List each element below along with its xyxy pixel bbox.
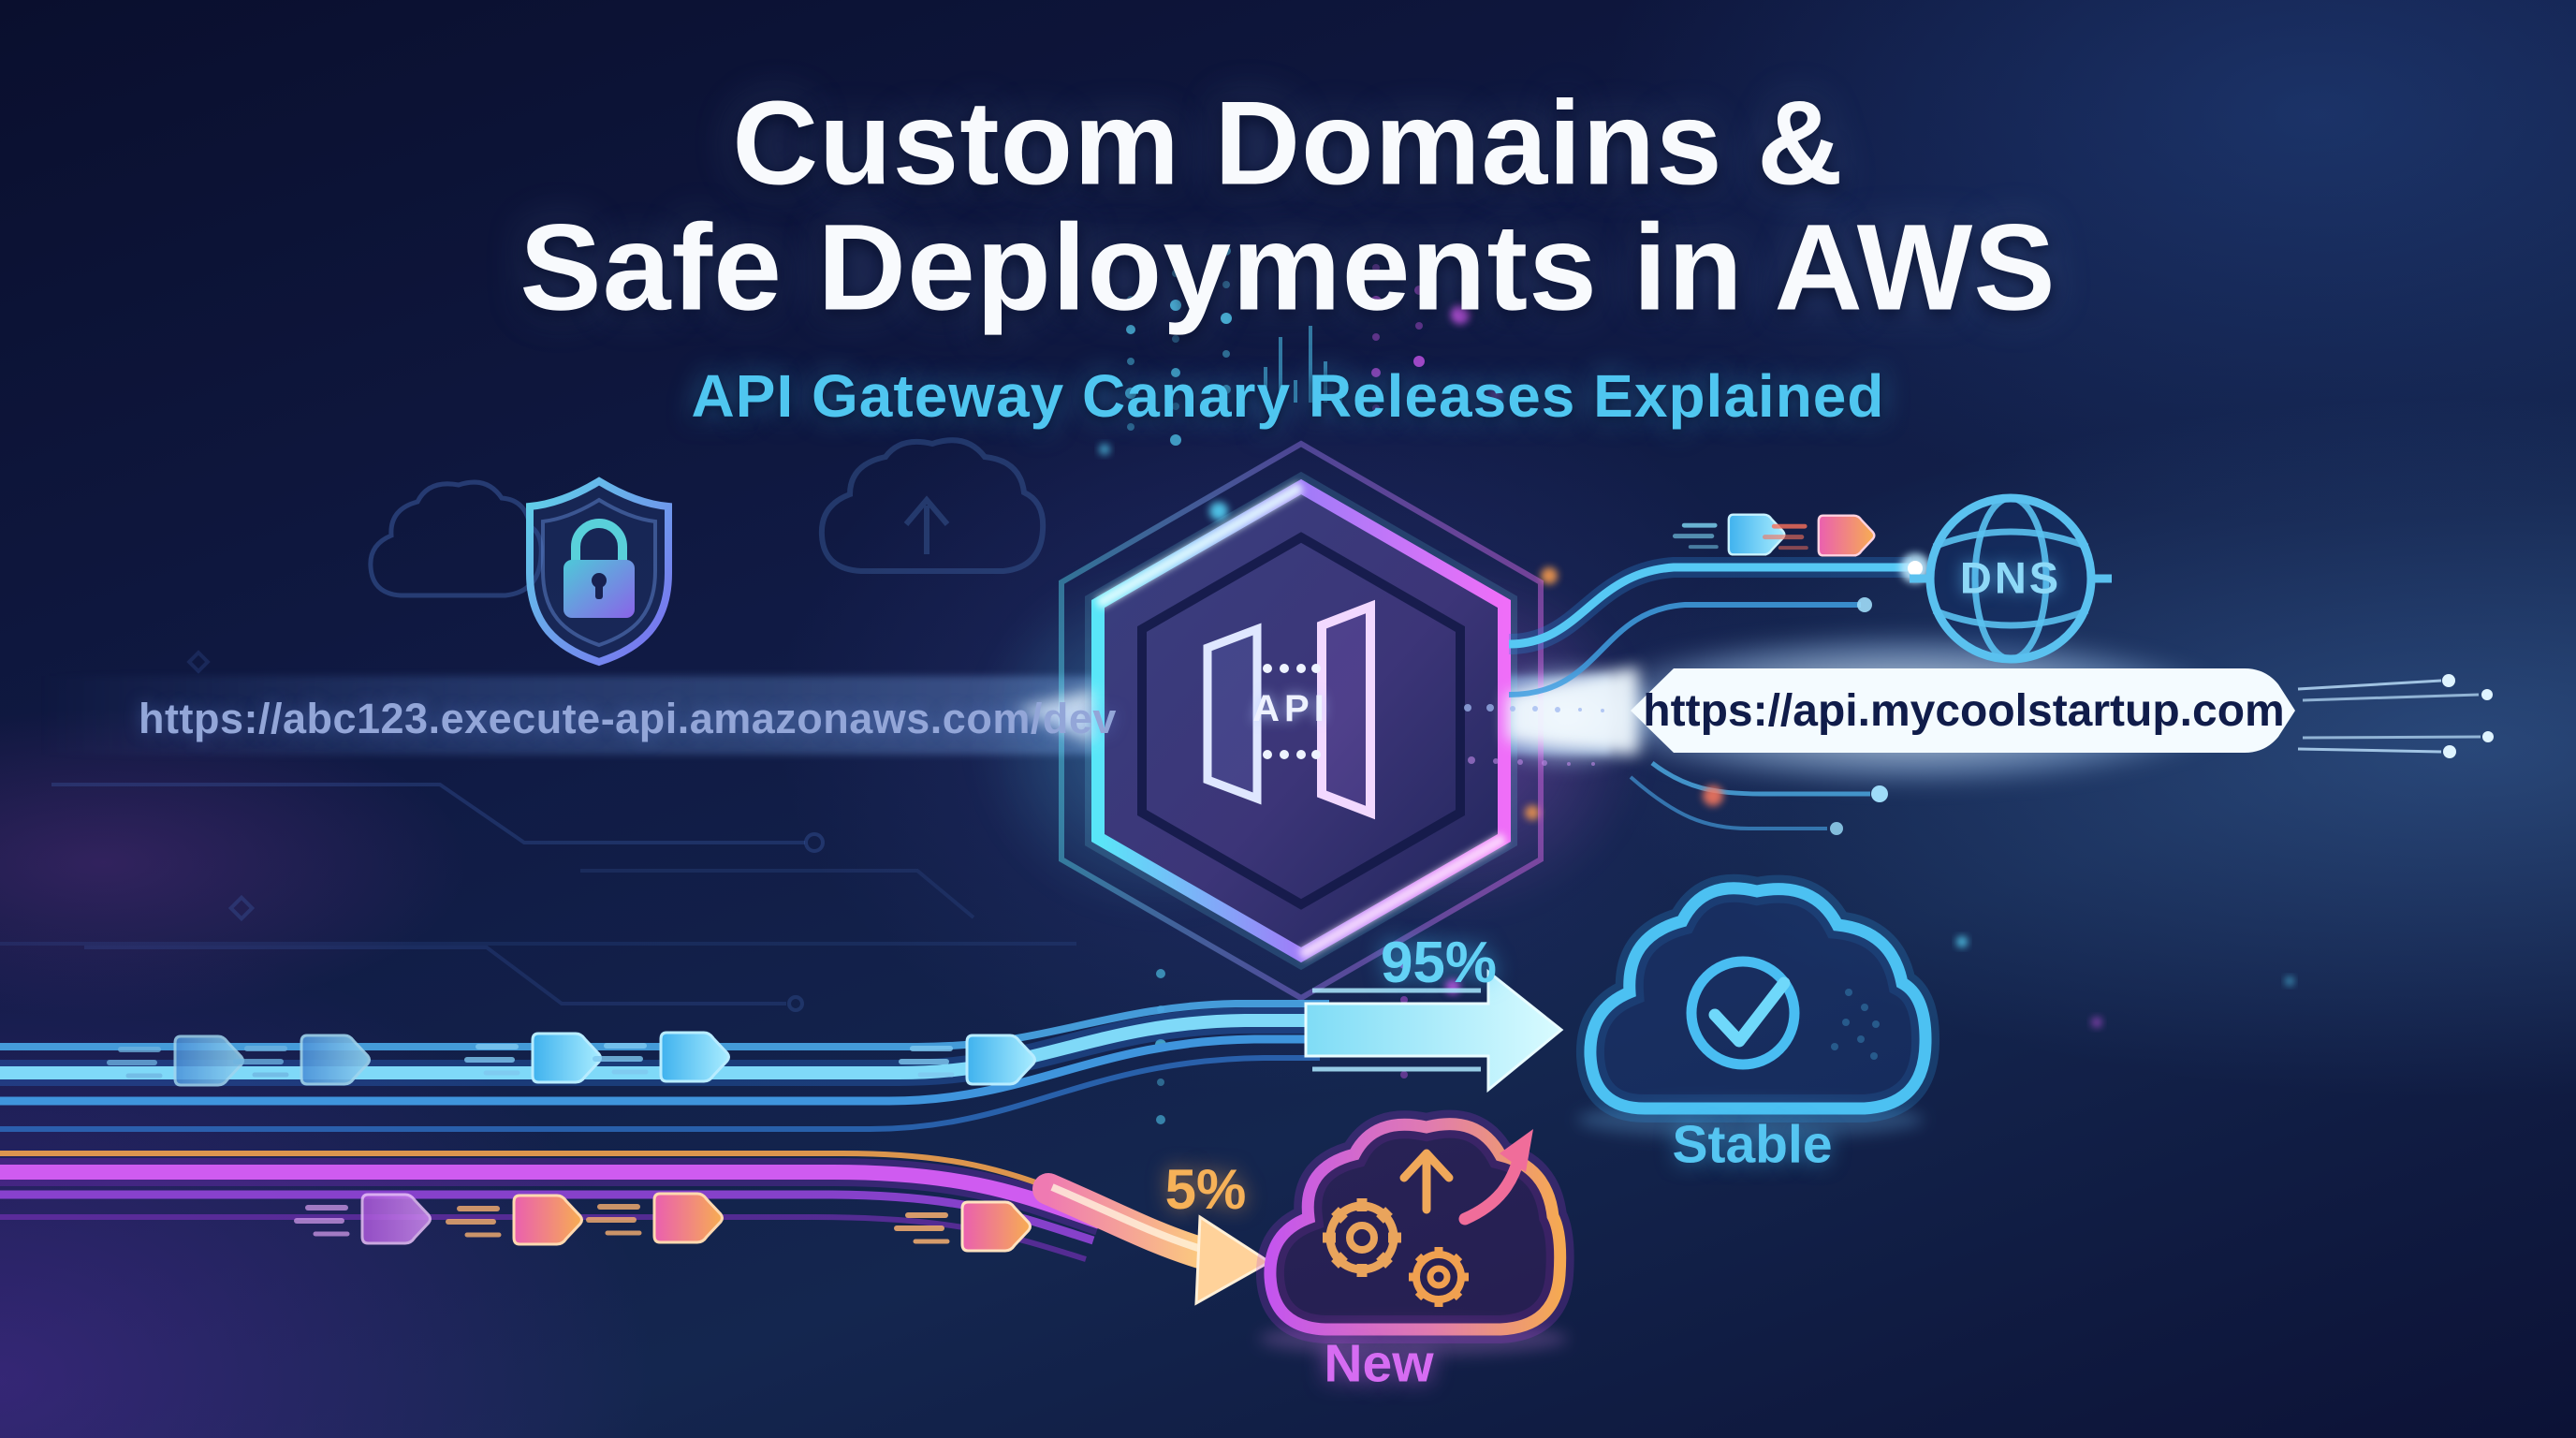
data-packet-icon [899,1034,1036,1086]
gateway-to-dns-lines [1508,553,1930,697]
data-packet-icon [1762,514,1876,557]
canary-percent-label: 5% [1164,1158,1247,1221]
stable-percent-label: 95% [1380,931,1498,995]
custom-domain-banner [1631,668,2417,753]
canary-arrow [1032,1173,1272,1306]
data-packet-icon [464,1032,602,1084]
page-subtitle: API Gateway Canary Releases Explained [691,362,1885,430]
stable-traffic-lines [0,1000,1339,1132]
new-cloud-gears-icon [1255,1109,1574,1356]
data-packet-icon [294,1193,432,1245]
data-packet-icon [1672,513,1786,556]
new-version-label: New [1324,1333,1434,1394]
cloud-upload-outline-icon [818,437,1046,574]
api-gateway-hexagon-icon [1059,440,1544,1002]
api-gateway-label: API [1252,688,1329,729]
data-packet-icon [593,1031,730,1083]
banner-circuit-lines [1629,761,1995,936]
banner-rays [2297,674,2494,758]
stable-label: Stable [1672,1114,1833,1175]
page-title-line2: Safe Deployments in AWS [520,198,2056,336]
execute-api-url-text: https://abc123.execute-api.amazonaws.com… [139,695,1117,742]
stable-arrow [1304,968,1564,1093]
data-packet-icon [586,1192,724,1244]
dns-globe-icon [1910,493,2112,664]
page-title-line1: Custom Domains & [732,76,1844,210]
data-packet-icon [107,1034,244,1087]
data-packet-icon [446,1194,583,1246]
cloud-outline-icon [368,479,544,598]
dns-label: DNS [1959,552,2062,603]
stable-cloud-check-icon [1575,873,1940,1138]
shield-lock-icon [526,477,672,667]
data-packet-icon [894,1200,1032,1253]
background-circuit-traces [0,590,1076,1012]
custom-domain-url-text: https://api.mycoolstartup.com [1643,686,2285,736]
data-packet-icon [233,1034,371,1086]
